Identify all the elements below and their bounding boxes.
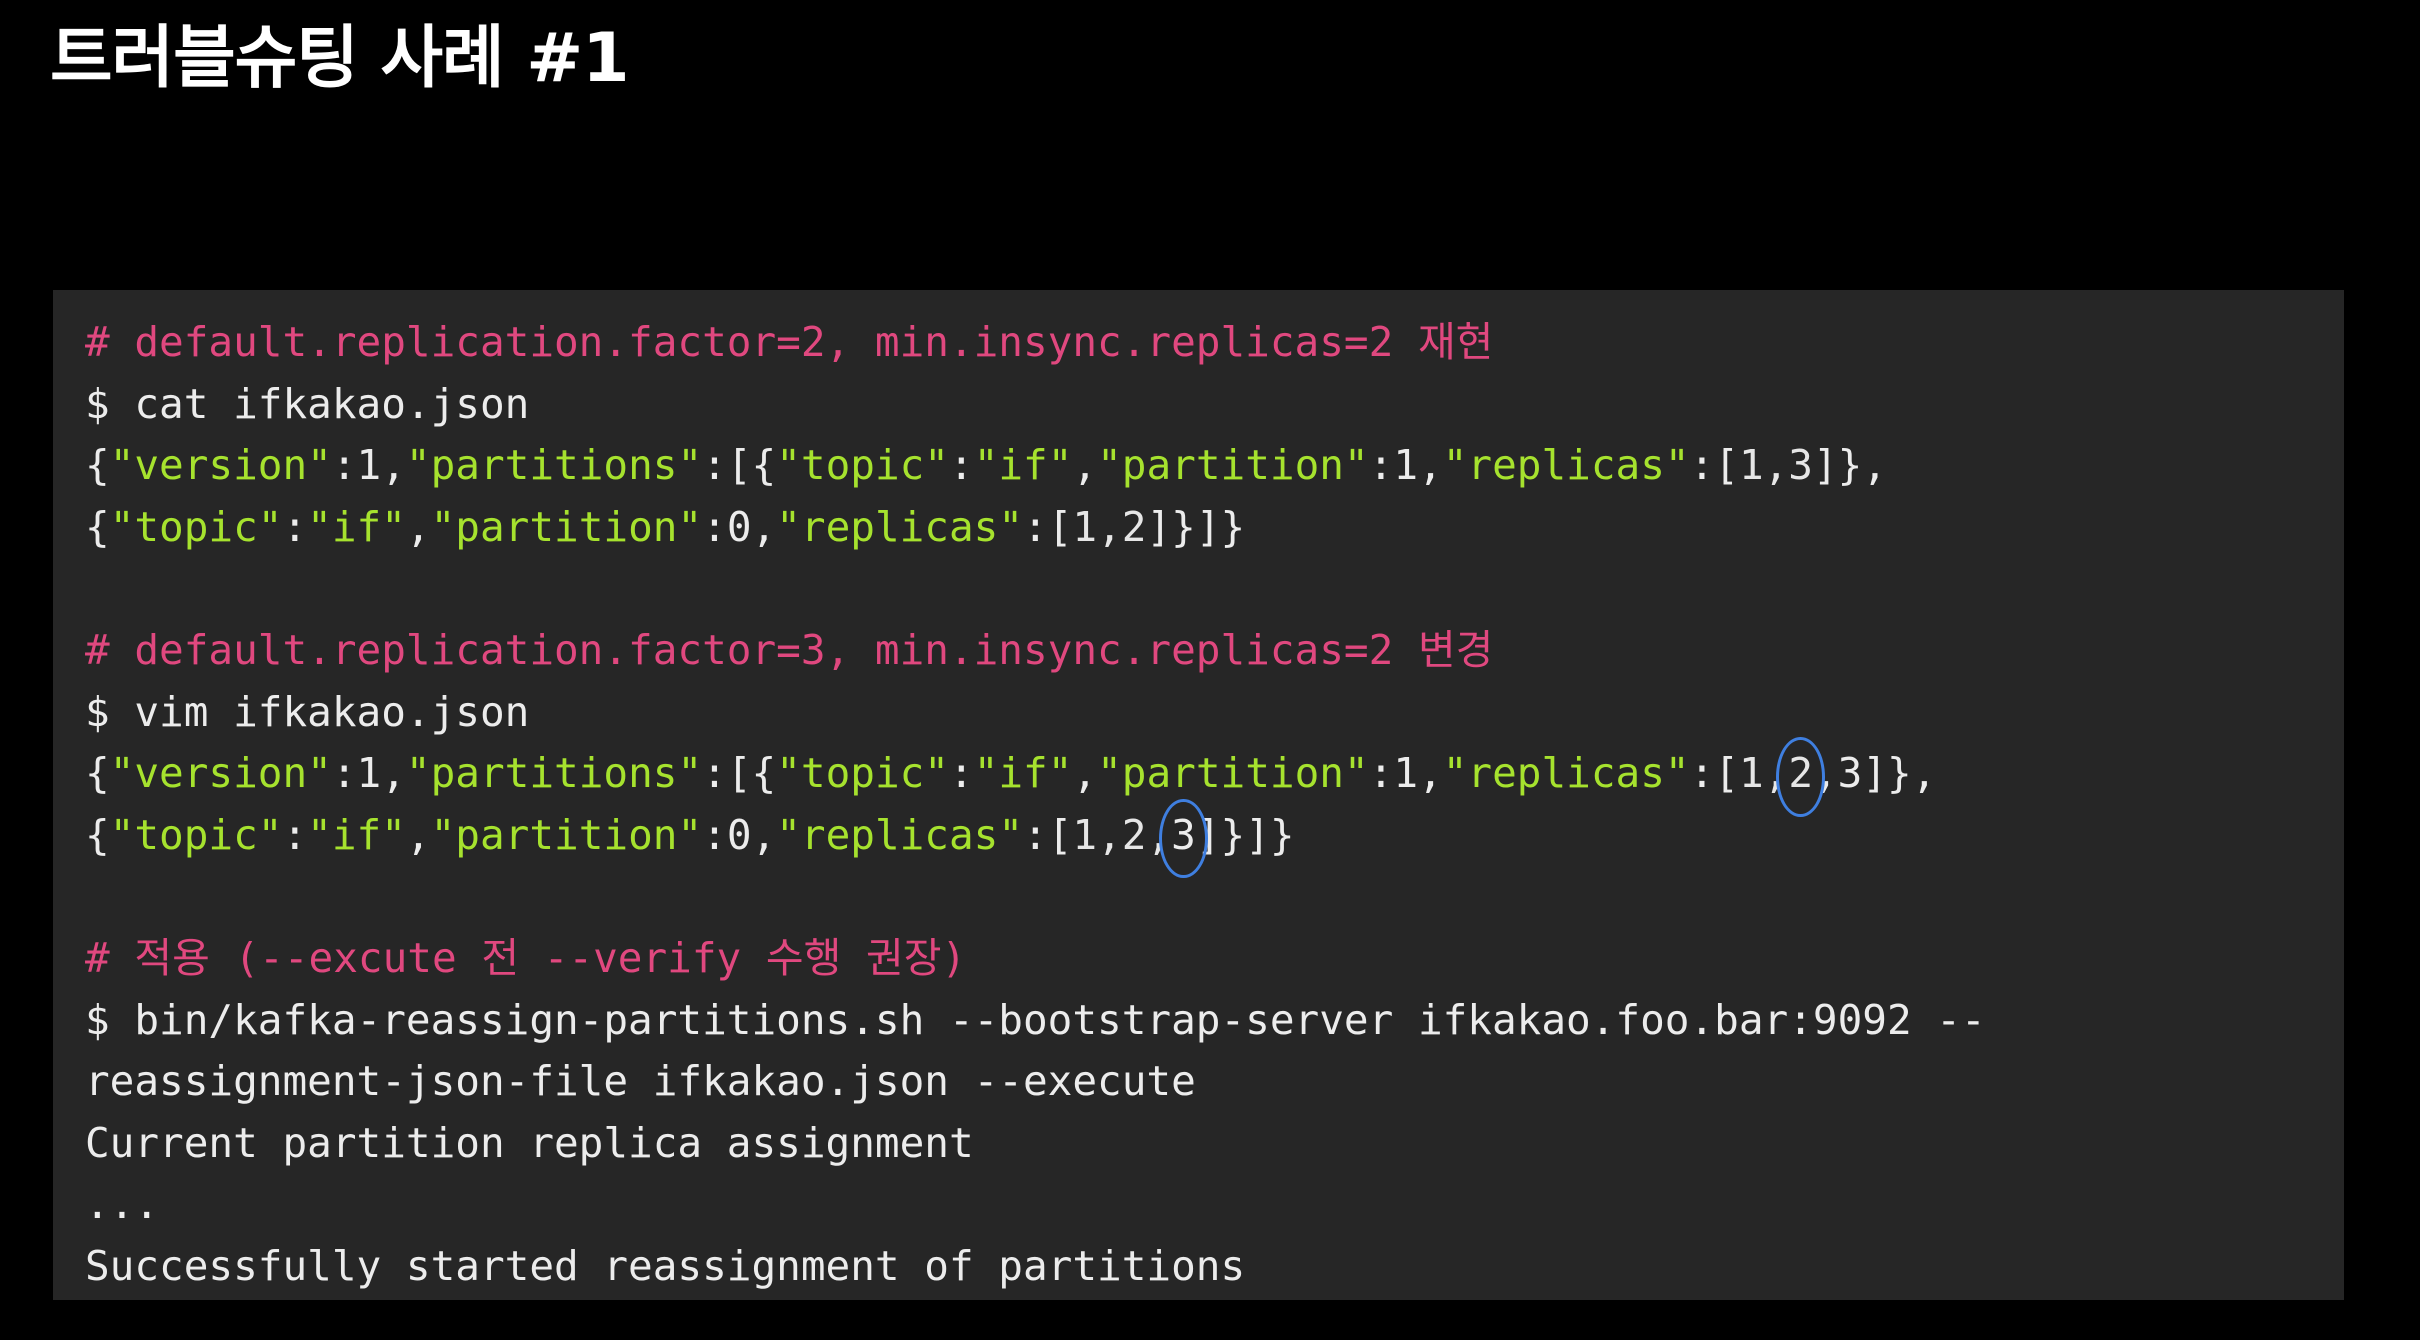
code-line: {"topic":"if","partition":0,"replicas":[… xyxy=(85,497,1986,559)
code-line: {"version":1,"partitions":[{"topic":"if"… xyxy=(85,737,1986,817)
code-token-number: 1, xyxy=(1738,749,1789,798)
code-token-plain: : xyxy=(282,810,308,859)
code-token-plain: :[{ xyxy=(702,441,777,490)
code-token-string: "version" xyxy=(109,749,332,798)
code-token-plain: :1, xyxy=(1368,441,1443,490)
code-token-plain: ]}, xyxy=(1862,749,1937,798)
code-token-plain: :[{ xyxy=(702,749,777,798)
code-token-string: "if" xyxy=(307,810,406,859)
code-token-plain: , xyxy=(1072,441,1098,490)
circle-annotation: 3 xyxy=(1159,798,1208,879)
code-token-plain: :1, xyxy=(1368,749,1443,798)
code-token-string: "partition" xyxy=(430,810,703,859)
code-token-string: "topic" xyxy=(776,441,949,490)
code-token-number: 1,2, xyxy=(1072,810,1172,859)
code-token-string: "if" xyxy=(973,441,1073,490)
code-line: Successfully started reassignment of par… xyxy=(85,1236,1986,1298)
code-token-plain: $ bin/kafka-reassign-partitions.sh --boo… xyxy=(85,995,1986,1044)
code-token-string: "replicas" xyxy=(1442,749,1690,798)
code-token-number: 1,2 xyxy=(1072,502,1147,551)
code-token-plain: :[ xyxy=(1023,502,1073,551)
code-line: ... xyxy=(85,1174,1986,1236)
code-line: $ vim ifkakao.json xyxy=(85,682,1986,744)
code-token-plain: : xyxy=(282,502,308,551)
code-token-plain: :0, xyxy=(702,810,777,859)
code-token-plain: ]}, xyxy=(1813,441,1888,490)
code-token-plain: ... xyxy=(85,1180,160,1229)
blank-line xyxy=(85,558,1986,620)
code-token-plain: ,3 xyxy=(1813,749,1863,798)
code-line: {"version":1,"partitions":[{"topic":"if"… xyxy=(85,435,1986,497)
code-line: $ cat ifkakao.json xyxy=(85,374,1986,436)
highlighted-value: 3 xyxy=(1171,810,1196,859)
code-token-string: "partition" xyxy=(430,502,703,551)
code-panel: # default.replication.factor=2, min.insy… xyxy=(53,290,2344,1300)
code-line: # default.replication.factor=3, min.insy… xyxy=(85,620,1986,682)
code-token-plain: :1, xyxy=(331,441,406,490)
code-token-comment: # default.replication.factor=2, min.insy… xyxy=(85,318,1494,366)
code-token-plain: ]}]} xyxy=(1146,502,1246,551)
code-token-plain: :[ xyxy=(1689,441,1739,490)
code-token-plain: Current partition replica assignment xyxy=(85,1118,974,1167)
code-token-plain: reassignment-json-file ifkakao.json --ex… xyxy=(85,1057,1196,1106)
code-line: {"topic":"if","partition":0,"replicas":[… xyxy=(85,798,1986,879)
blank-line xyxy=(85,866,1986,928)
code-block: # default.replication.factor=2, min.insy… xyxy=(85,312,1986,1298)
code-token-plain: { xyxy=(85,502,110,551)
code-token-string: "replicas" xyxy=(1442,441,1690,490)
code-token-string: "replicas" xyxy=(776,810,1024,859)
code-token-plain: { xyxy=(85,810,110,859)
code-token-string: "if" xyxy=(973,749,1073,798)
code-token-string: "topic" xyxy=(109,810,283,859)
code-token-string: "replicas" xyxy=(776,502,1024,551)
code-token-plain: ]}]} xyxy=(1195,810,1295,859)
code-token-number: 1,3 xyxy=(1738,441,1813,490)
code-token-plain: :[ xyxy=(1689,749,1739,798)
code-token-plain: : xyxy=(949,749,974,798)
code-token-plain: $ cat ifkakao.json xyxy=(85,379,530,428)
code-token-string: "partitions" xyxy=(405,749,703,798)
circle-annotation: 2 xyxy=(1776,737,1825,817)
slide-title: 트러블슈팅 사례 #1 xyxy=(50,19,630,98)
code-token-string: "topic" xyxy=(109,502,283,551)
code-token-string: "topic" xyxy=(776,749,949,798)
code-line: $ bin/kafka-reassign-partitions.sh --boo… xyxy=(85,990,1986,1052)
code-token-comment: # default.replication.factor=3, min.insy… xyxy=(85,625,1494,674)
code-token-comment: # 적용 (--excute 전 --verify 수행 권장) xyxy=(85,933,967,982)
code-token-plain: , xyxy=(405,502,431,551)
code-line: # default.replication.factor=2, min.insy… xyxy=(85,312,1986,374)
code-token-plain: : xyxy=(949,441,974,490)
code-line: # 적용 (--excute 전 --verify 수행 권장) xyxy=(85,928,1986,990)
code-token-plain: , xyxy=(1072,749,1098,798)
code-token-plain: Successfully started reassignment of par… xyxy=(85,1241,1246,1290)
code-token-string: "if" xyxy=(307,502,406,551)
code-line: reassignment-json-file ifkakao.json --ex… xyxy=(85,1051,1986,1113)
highlighted-value: 2 xyxy=(1788,749,1813,798)
code-token-plain: :0, xyxy=(702,502,777,551)
code-token-string: "version" xyxy=(109,441,332,490)
code-token-plain: , xyxy=(405,810,431,859)
code-token-string: "partition" xyxy=(1097,441,1369,490)
code-line: Current partition replica assignment xyxy=(85,1113,1986,1175)
code-token-string: "partitions" xyxy=(405,441,703,490)
code-token-plain: :[ xyxy=(1023,810,1073,859)
code-token-plain: { xyxy=(85,441,110,490)
code-token-plain: $ vim ifkakao.json xyxy=(85,687,530,736)
code-token-plain: :1, xyxy=(331,749,406,798)
code-token-plain: { xyxy=(85,749,110,798)
code-token-string: "partition" xyxy=(1097,749,1369,798)
